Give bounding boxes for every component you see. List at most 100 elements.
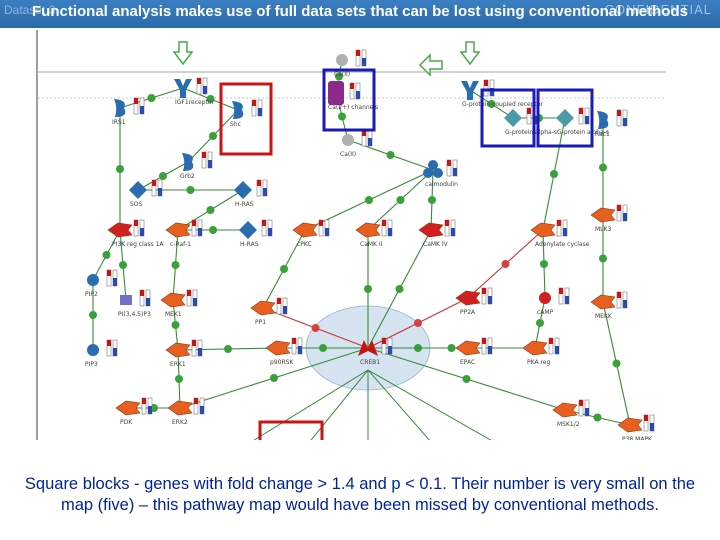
node-label: Ca(II) (334, 71, 350, 78)
compound-node-pip2 (87, 274, 99, 286)
edge-effect-marker (186, 186, 195, 194)
expression-bar-fill (113, 348, 117, 356)
expression-bar-fill (447, 160, 451, 166)
corner-watermark-left: Dataset 3 (4, 3, 56, 17)
highlight-box-shc (219, 82, 273, 156)
kinase-node-pp1 (250, 300, 276, 316)
expression-bar-fill (356, 50, 360, 56)
edge-effect-marker (224, 345, 232, 353)
protein-node-rac1 (597, 111, 609, 129)
edge-effect-marker (102, 251, 111, 259)
expression-bar-fill (563, 228, 567, 236)
expression-bar-fill (482, 288, 486, 294)
edge-effect-marker (396, 196, 405, 204)
kinase-node-camk4 (418, 222, 444, 238)
expression-bar-fill (617, 292, 621, 298)
edge-effect-marker (501, 260, 510, 268)
kinase-node-adcy (530, 222, 556, 238)
gtpase-node-hras2 (239, 221, 257, 239)
expression-bar-fill (549, 338, 553, 344)
edge-effect-marker (175, 375, 183, 383)
expression-bar-fill (382, 338, 386, 344)
node-label: MEKK (595, 313, 613, 320)
channel-node-ca_ch (328, 81, 344, 105)
protein-node-shc (232, 101, 244, 119)
edge-effect-marker (311, 324, 320, 332)
transcription-edge (310, 369, 369, 440)
node-label: PI3K reg class 1A (112, 241, 164, 248)
edge-effect-marker (487, 100, 496, 108)
gtpase-node-hras (234, 181, 252, 199)
expression-bar-fill (445, 220, 449, 226)
edge-effect-marker (147, 94, 156, 102)
expression-bar-fill (140, 290, 144, 296)
node-label: MSK1/2 (557, 421, 580, 428)
expression-bar-fill (623, 300, 627, 308)
edge-effect-marker (447, 344, 456, 352)
expression-bar-fill (208, 160, 212, 168)
node-label: PIP2 (85, 291, 98, 298)
expression-bar-fill (356, 91, 360, 99)
slide-title: Functional analysis makes use of full da… (32, 3, 688, 20)
highlight-box-target (258, 420, 324, 440)
receptor-node-igf1r (174, 79, 192, 98)
node-label: PI(3,4,5)P3 (118, 311, 151, 318)
edge-effect-marker (89, 311, 97, 319)
expression-bar-fill (107, 270, 111, 276)
expression-bar-fill (453, 168, 457, 176)
node-label: PKA reg (527, 359, 550, 366)
node-label: P38 MAPK (622, 436, 653, 440)
node-label: p90RSK (270, 359, 294, 366)
edge-effect-marker (206, 95, 215, 103)
kinase-node-craf (165, 222, 191, 238)
expression-bar-fill (484, 80, 488, 86)
expression-bar-fill (192, 340, 196, 346)
edge-effect-marker (395, 285, 404, 293)
edge-effect-marker (171, 261, 180, 269)
compound-node-pip3 (87, 344, 99, 356)
edge-effect-marker (280, 265, 288, 273)
expression-bar-fill (148, 406, 152, 414)
protein-node-irs1 (114, 99, 126, 117)
node-label: PP2A (460, 309, 476, 316)
highlight-box-gprotein (480, 88, 536, 148)
edge-effect-marker (159, 172, 167, 180)
expression-bar-fill (482, 338, 486, 344)
edge-effect-marker (599, 163, 607, 172)
compound-node-ca_out (336, 54, 348, 66)
node-label: Rac1 (595, 131, 610, 138)
edge-effect-marker (386, 151, 395, 159)
kinase-node-mlk3 (590, 207, 616, 223)
highlight-box-channel (322, 68, 376, 132)
edge-effect-marker (550, 170, 558, 178)
kinase-node-mkk1 (160, 292, 186, 308)
node-label: cAMP (537, 309, 554, 316)
expression-bar-fill (113, 278, 117, 286)
expression-bar-fill (579, 400, 583, 406)
node-label: H-RAS (235, 201, 254, 208)
edge-effect-marker (414, 319, 422, 327)
node-label: IRS1 (112, 119, 126, 126)
node-label: cPKC (297, 241, 312, 248)
expression-bar-fill (490, 88, 494, 96)
expression-bar-fill (555, 346, 559, 354)
kinase-node-cpkc (292, 222, 318, 238)
kinase-node-pdk (115, 400, 141, 416)
input-arrow-ca (418, 53, 443, 77)
expression-bar-fill (585, 116, 589, 124)
expression-bar-fill (277, 298, 281, 304)
expression-bar-fill (146, 298, 150, 306)
transcription-edge (367, 369, 430, 440)
expression-bar-fill (203, 86, 207, 94)
kinase-node-pka (522, 340, 548, 356)
expression-bar-fill (283, 306, 287, 314)
edge-effect-marker (116, 165, 124, 173)
edge-effect-marker (319, 344, 327, 352)
node-label: SOS (130, 201, 143, 208)
expression-bar-fill (650, 423, 654, 431)
slide-caption: Square blocks - genes with fold change >… (24, 475, 696, 514)
expression-bar-fill (192, 220, 196, 226)
expression-bar-fill (197, 78, 201, 84)
compound-node-camp (539, 292, 551, 304)
expression-bar-fill (134, 220, 138, 226)
